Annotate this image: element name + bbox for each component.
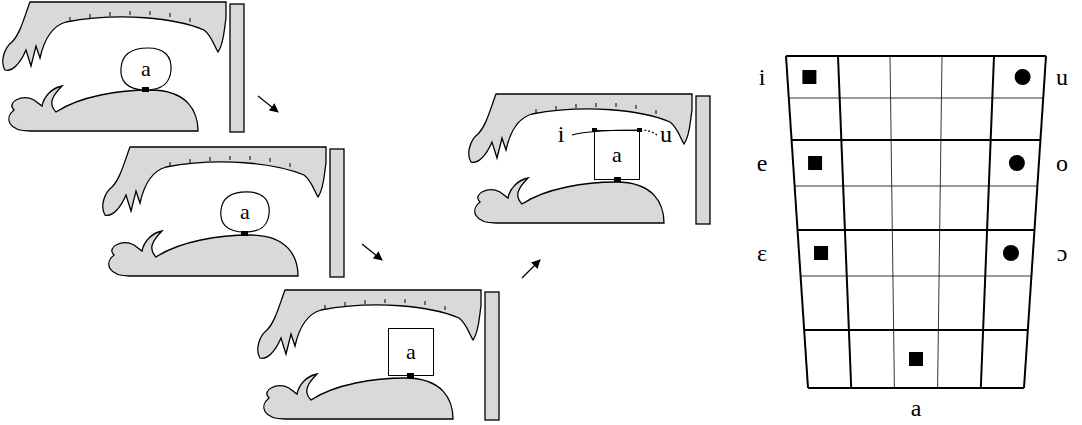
vowel-chart — [786, 56, 1046, 388]
front-vowel-marker — [814, 246, 828, 260]
vowel-label: o — [1056, 151, 1068, 175]
grid-line — [801, 276, 1032, 277]
loop-path — [121, 48, 171, 90]
grid-line — [1024, 56, 1046, 388]
vowel-symbol: a — [240, 201, 250, 223]
grid-line — [890, 56, 894, 388]
front-vowel-marker — [808, 156, 822, 170]
vowel-symbol: a — [406, 341, 416, 363]
tract-label: i — [558, 122, 565, 146]
back-vowel-marker — [1015, 69, 1031, 85]
vowel-label: u — [1056, 65, 1068, 89]
articulation-box: a — [594, 130, 640, 180]
vocal-tract-1 — [3, 2, 244, 132]
back-vowel-marker — [1003, 245, 1019, 261]
vowel-symbol: a — [141, 58, 151, 80]
front-vowel-marker — [909, 352, 923, 366]
grid-line — [838, 56, 851, 388]
vowel-label: ε — [757, 241, 767, 265]
vowel-label: i — [759, 65, 766, 89]
grid-line — [792, 139, 1041, 141]
grid-line — [789, 98, 1043, 99]
sequence-arrow — [522, 260, 540, 278]
vocal-tract-2 — [103, 147, 344, 277]
vocal-tract-3 — [258, 290, 499, 420]
grid-line — [938, 56, 942, 388]
vowel-label: ɔ — [1057, 241, 1068, 265]
back-arc — [640, 130, 658, 136]
articulation-loop: a — [118, 46, 174, 92]
vocal-tract-4 — [469, 94, 710, 224]
articulation-loop: a — [218, 190, 272, 234]
grid-line — [804, 329, 1028, 331]
grid-line — [798, 229, 1035, 231]
vowel-symbol: a — [612, 144, 622, 166]
grid-line — [981, 56, 994, 388]
loop-path — [221, 192, 269, 232]
front-vowel-marker — [802, 70, 816, 84]
articulation-box: a — [388, 328, 434, 376]
grid-line — [795, 186, 1038, 187]
vowel-label: a — [911, 396, 922, 420]
grid-line — [786, 56, 808, 388]
vowel-label: e — [757, 151, 768, 175]
grid-line — [808, 387, 1024, 389]
back-vowel-marker — [1009, 155, 1025, 171]
grid-line — [786, 55, 1046, 57]
tract-label: u — [660, 122, 672, 146]
sequence-arrow — [362, 244, 382, 260]
sequence-arrow — [258, 96, 278, 112]
